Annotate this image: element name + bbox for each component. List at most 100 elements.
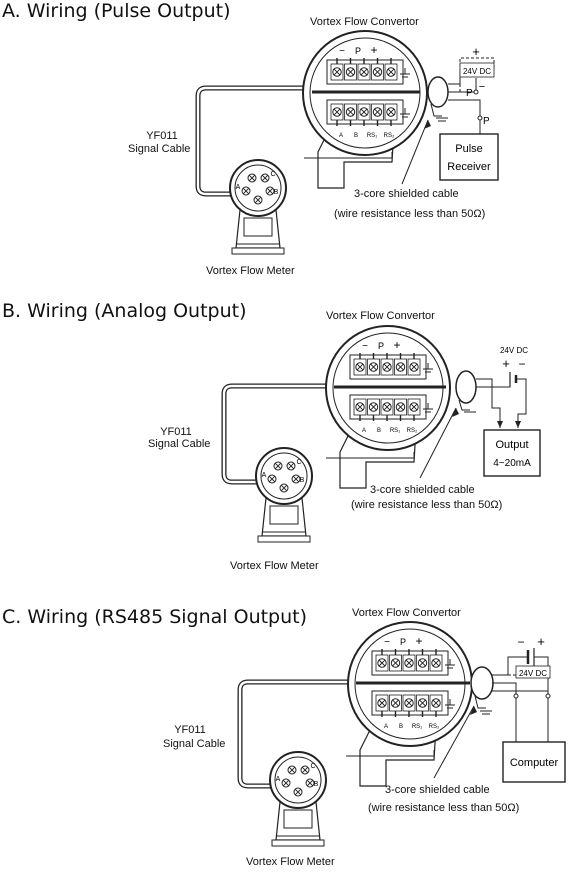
convertor-label: Vortex Flow Convertor	[352, 607, 461, 619]
terminal-b-label: B	[354, 133, 358, 139]
terminal-screw	[355, 362, 365, 372]
supply-plus-label: +	[502, 356, 510, 371]
cable-name-label: Signal Cable	[163, 738, 226, 750]
terminal-plus-label: +	[415, 634, 422, 648]
rs485-wiring	[492, 656, 549, 742]
meter-head-inner	[260, 452, 308, 500]
terminal-screw	[382, 402, 392, 412]
flow-meter: ACB	[269, 751, 327, 847]
terminal-rs2-label: RS₂	[429, 724, 440, 730]
terminal-screw	[417, 698, 428, 708]
terminal-screw	[359, 107, 369, 117]
section-rs485-output: C. Wiring (RS485 Signal Output) Vortex F…	[0, 596, 588, 878]
terminal-screw	[409, 362, 419, 372]
wiring-diagram-analog: − P + A B RS₁ RS₂ 24V DC + − Output 4~20…	[221, 325, 541, 543]
cable-code-label: YF011	[174, 724, 206, 736]
shield-arrow	[401, 119, 429, 185]
terminal-screw	[377, 658, 387, 668]
meter-terminal-a-label: A	[262, 472, 267, 479]
terminal-block-bottom	[375, 694, 455, 717]
shield-arrow	[433, 705, 475, 779]
terminal-screw	[372, 67, 383, 77]
terminal-block-bottom	[330, 103, 410, 126]
pulse-wiring	[448, 72, 481, 134]
pulse-receiver-label-1: Pulse	[455, 143, 483, 155]
section-pulse-output: A. Wiring (Pulse Output) Vortex Flow Con…	[0, 0, 588, 290]
supply-minus-label: −	[479, 81, 485, 93]
terminal-screw	[345, 67, 356, 77]
terminal-rs1-label: RS₁	[390, 428, 400, 434]
meter-head-inner	[234, 164, 282, 212]
terminal-screw	[267, 474, 277, 484]
terminal-screw	[386, 67, 396, 77]
meter-terminal-c-label: C	[270, 171, 275, 178]
terminal-screw	[395, 362, 406, 372]
flow-meter: ACB	[229, 159, 287, 255]
shielded-cable-label: 3-core shielded cable	[354, 188, 459, 200]
terminal-screw	[241, 186, 251, 196]
terminal-screw	[431, 698, 441, 708]
computer-label: Computer	[510, 757, 559, 769]
terminal-p-label: P	[378, 341, 384, 351]
supply-plus-label: +	[537, 634, 545, 649]
terminal-screw	[359, 67, 369, 77]
analog-output-box	[483, 429, 541, 477]
terminal-minus-label: −	[362, 341, 368, 352]
terminal-screw	[281, 778, 291, 788]
terminal-minus-label: −	[384, 637, 390, 648]
terminal-screw	[355, 402, 365, 412]
supply-plus-label: +	[472, 44, 480, 59]
meter-terminal-a-label: A	[276, 776, 281, 783]
terminal-screw	[300, 765, 310, 775]
convertor-label: Vortex Flow Convertor	[326, 310, 435, 322]
terminal-screw	[382, 362, 392, 372]
terminal-block-top	[330, 58, 410, 81]
terminal-screw	[404, 698, 414, 708]
pulse-pin-top-label: P	[466, 88, 473, 99]
terminal-screw	[273, 461, 283, 471]
terminal-a-label: A	[384, 724, 388, 730]
computer-box	[502, 741, 566, 783]
terminal-block-top	[375, 649, 455, 672]
terminal-screw	[291, 474, 301, 484]
terminal-screw	[368, 362, 379, 372]
supply-label: 24V DC	[500, 346, 528, 355]
meter-neck	[243, 217, 273, 237]
terminal-screw	[368, 402, 379, 412]
meter-neck	[269, 505, 299, 525]
terminal-rs1-label: RS₁	[412, 724, 422, 730]
cable-gland	[470, 666, 494, 700]
cable-name-label: Signal Cable	[128, 143, 191, 155]
terminal-rs2-label: RS₂	[384, 133, 395, 139]
terminal-screw	[431, 658, 441, 668]
meter-label: Vortex Flow Meter	[230, 560, 319, 572]
meter-flange	[231, 247, 285, 255]
terminal-plus-label: +	[393, 338, 400, 352]
terminal-screw	[305, 778, 315, 788]
terminal-rs2-label: RS₂	[407, 428, 418, 434]
meter-flange	[257, 535, 311, 543]
terminal-screw	[332, 67, 342, 77]
supply-label: 24V DC	[463, 67, 491, 76]
terminal-screw	[265, 186, 275, 196]
terminal-screw	[286, 461, 296, 471]
cable-code-label: YF011	[146, 130, 178, 142]
terminal-screw	[386, 107, 396, 117]
cable-gland	[427, 76, 449, 108]
terminal-rs1-label: RS₁	[367, 133, 377, 139]
shielded-cable-label: 3-core shielded cable	[370, 484, 475, 496]
analog-output-label-1: Output	[495, 439, 528, 451]
meter-terminal-a-label: A	[236, 184, 241, 191]
section-heading: C. Wiring (RS485 Signal Output)	[2, 606, 308, 628]
meter-head	[255, 447, 313, 505]
cable-code-label: YF011	[160, 426, 192, 438]
supply-minus-label: −	[518, 357, 525, 371]
flow-meter: ACB	[255, 447, 313, 543]
wiring-diagram-pulse: − P + A B RS₁ RS₂ P P + − 24V DC Pulse R…	[195, 30, 499, 255]
wire-resistance-label: (wire resistance less than 50Ω)	[368, 802, 520, 814]
meter-flange	[271, 839, 325, 847]
meter-neck	[283, 809, 313, 829]
terminal-screw	[377, 698, 387, 708]
terminal-screw	[404, 658, 414, 668]
terminal-b-label: B	[377, 428, 381, 434]
